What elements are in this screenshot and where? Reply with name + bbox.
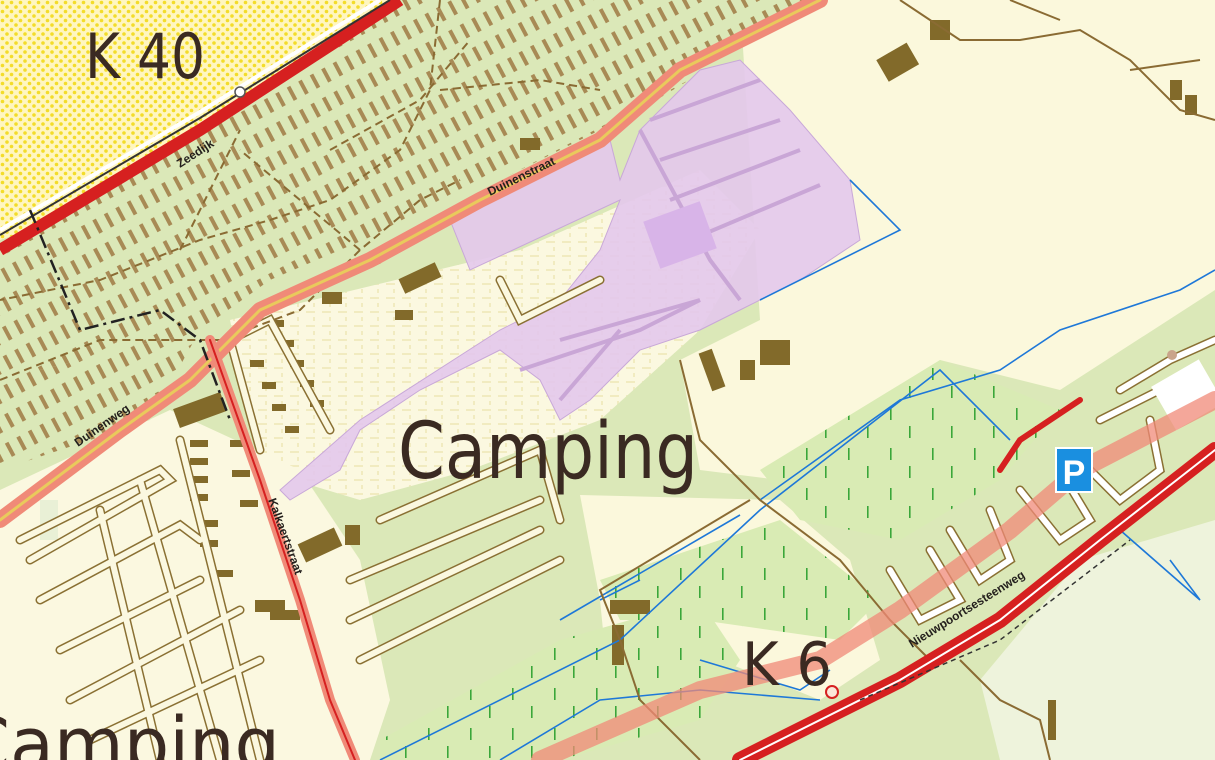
road-kalkaert <box>205 335 360 760</box>
tracks <box>598 0 1215 760</box>
zone-label-k40: K 40 <box>85 20 205 93</box>
residential-streets-inner <box>17 277 603 760</box>
camping-label-main: Camping <box>398 407 698 497</box>
zeedijk-marker <box>234 86 246 98</box>
parking-icon[interactable]: P <box>1055 447 1093 493</box>
railway-dashed <box>859 539 1131 701</box>
road-marker-k6 <box>825 685 839 699</box>
open-field-right-bottom <box>980 520 1215 760</box>
zone-label-k6: K 6 <box>742 630 832 700</box>
road-zeedijk <box>0 0 404 256</box>
camping-internal-paths <box>519 78 821 402</box>
meadow-east <box>760 360 1060 540</box>
open-field-east <box>680 0 1215 480</box>
dirt-tracks <box>0 0 601 381</box>
forest-hatch-left <box>0 330 200 470</box>
parking-symbol: P <box>1063 454 1086 492</box>
camping-building <box>643 201 717 269</box>
camping-label-bottom: Camping <box>0 702 280 760</box>
road-duinen <box>0 0 828 528</box>
water-streams <box>379 179 1215 760</box>
admin-border <box>28 209 232 421</box>
building-dot-east <box>1167 350 1177 360</box>
meadow-center <box>600 520 880 640</box>
